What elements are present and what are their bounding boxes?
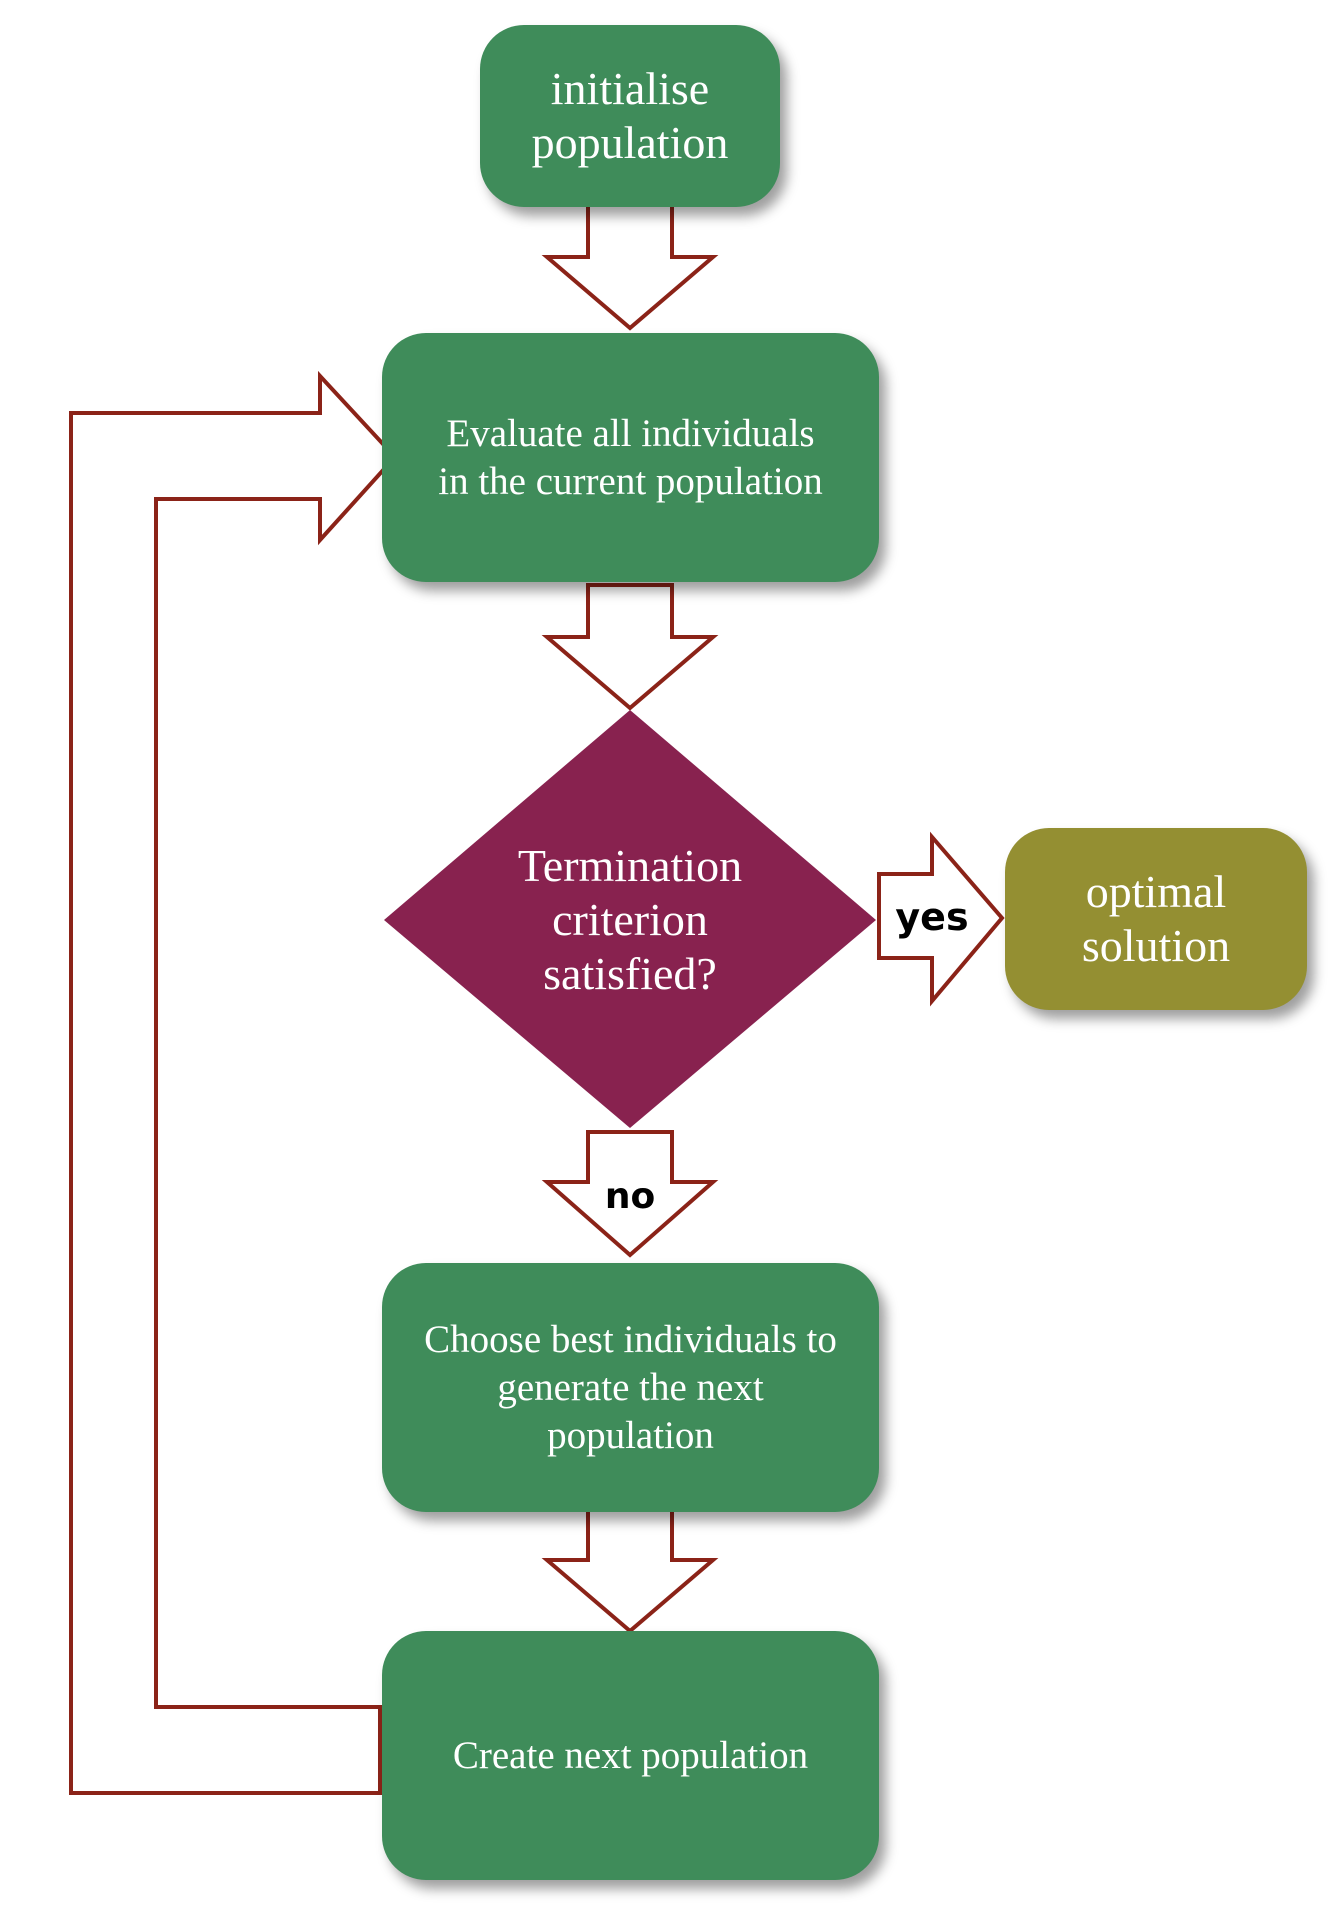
initialise-population-node: initialise population [480, 25, 780, 207]
create-next-population-label: Create next population [452, 1733, 809, 1777]
arrow-termination-to-optimal [877, 831, 1005, 1007]
optimal-solution-label: optimal solution [1081, 866, 1231, 971]
initialise-population-label: initialise population [531, 63, 729, 168]
arrow-loop-create-to-evaluate [69, 370, 398, 1795]
yes-branch-label: yes [895, 895, 969, 939]
termination-decision-diamond [384, 710, 876, 1128]
arrow-init-to-evaluate [541, 203, 719, 331]
arrow-evaluate-to-termination [541, 583, 719, 711]
termination-criterion-node: Termination criterion satisfied? [430, 835, 830, 1005]
evaluate-individuals-node: Evaluate all individuals in the current … [382, 333, 879, 582]
arrow-choose-to-create [541, 1506, 719, 1634]
choose-best-individuals-node: Choose best individuals to generate the … [382, 1263, 879, 1512]
choose-best-individuals-label: Choose best individuals to generate the … [424, 1317, 837, 1457]
no-branch-label: no [604, 1176, 656, 1217]
arrow-termination-to-choose [541, 1130, 719, 1258]
optimal-solution-node: optimal solution [1005, 828, 1307, 1010]
termination-criterion-label: Termination criterion satisfied? [517, 840, 743, 999]
evaluate-individuals-label: Evaluate all individuals in the current … [438, 411, 823, 503]
create-next-population-node: Create next population [382, 1631, 879, 1880]
